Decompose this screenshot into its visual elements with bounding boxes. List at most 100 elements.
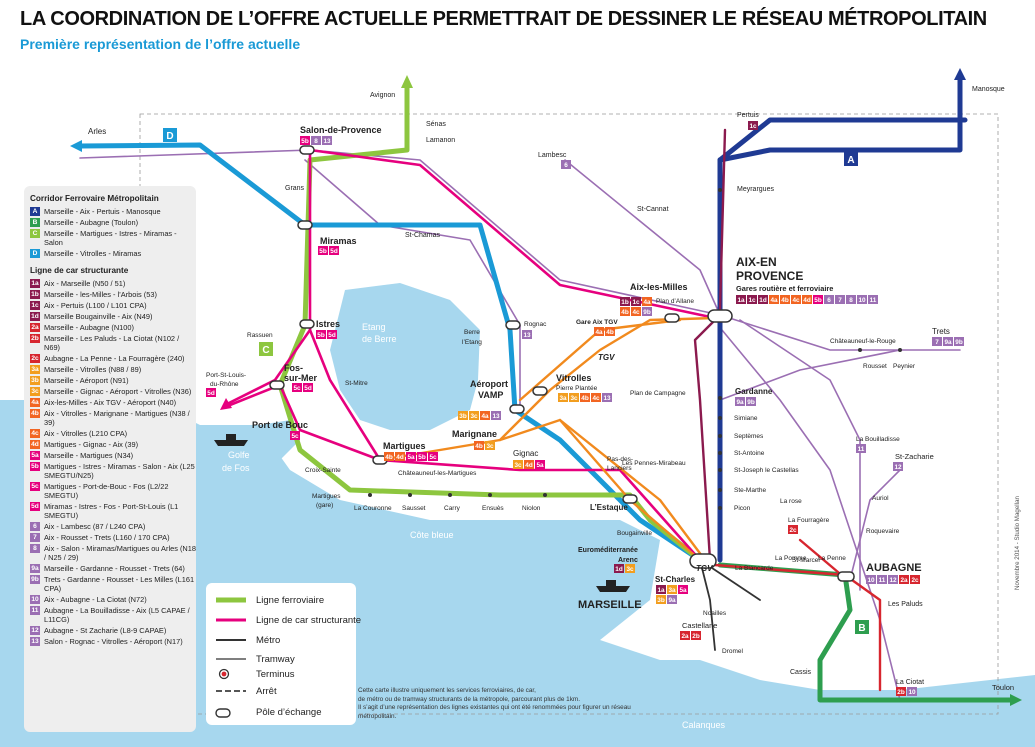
badge-label: 4d — [396, 454, 404, 461]
badge-euromed-3c — [625, 564, 635, 573]
label-stmitre: St-Mitre — [345, 380, 368, 387]
badge-label: 5b — [319, 248, 327, 255]
note-line-1: Cette carte illustre uniquement les serv… — [358, 687, 536, 694]
badge-aeroport-13 — [491, 411, 501, 420]
badge-salon-5b — [300, 136, 310, 145]
badge-aeroport-4a — [480, 411, 490, 420]
badge-label: 3c — [626, 566, 634, 573]
label-stemarthe: Ste-Marthe — [734, 487, 767, 494]
badge-stcharles-1a — [656, 585, 666, 594]
legend-text: Martigues - Port-de-Bouc - Fos (L2/22 SM… — [44, 482, 169, 500]
label-auriol: Auriol — [872, 495, 889, 502]
badge-label: 9a — [668, 597, 676, 604]
label-aix-1: AIX-EN — [736, 255, 777, 269]
badge-martigues-4b — [384, 452, 394, 461]
label-croixsainte: Croix-Sainte — [305, 467, 341, 474]
line-1c — [718, 128, 727, 312]
label-martigues: Martigues — [383, 441, 426, 451]
badge-label: 4a — [481, 413, 489, 420]
badge-trets-9b — [954, 337, 964, 346]
badge-label: 2c — [789, 527, 797, 534]
page-subtitle: Première représentation de l’offre actue… — [20, 36, 301, 52]
badge-aubagne-10 — [866, 575, 876, 584]
badge-stzacharie-12 — [893, 462, 903, 471]
badge-labouilladisse-11 — [856, 444, 866, 453]
legend-badge: C — [30, 229, 40, 238]
label-lestaque: L’Estaque — [590, 503, 628, 512]
legend-text: Aix - Aubagne - La Ciotat (N72) — [44, 595, 147, 604]
label-miramas: Miramas — [320, 236, 357, 246]
note-line-3: Il s’agit d’une représentation des ligne… — [358, 704, 631, 720]
legend-text: Salon - Rognac - Vitrolles - Aéroport (N… — [44, 637, 183, 646]
label-castellane: Castellane — [682, 621, 717, 630]
key-rail: Ligne ferroviaire — [256, 595, 325, 606]
legend-text: Trets - Gardanne - Rousset - Les Milles … — [44, 575, 195, 593]
badge-label: 5a — [536, 462, 544, 469]
hub-aixmilles — [664, 313, 680, 323]
arrow-psl — [220, 398, 232, 410]
badge-miramas-5b — [318, 246, 328, 255]
key-hub: Pôle d’échange — [256, 707, 322, 718]
badge-label: 2b — [692, 633, 700, 640]
arrow-manosque — [954, 68, 966, 80]
badge-label: 3c — [470, 413, 478, 420]
lilac-lines — [79, 149, 961, 701]
badge-label: 11 — [879, 577, 886, 584]
label-euromed-1: Euroméditerranée — [578, 547, 638, 554]
badge-aeroport-3c — [469, 411, 479, 420]
badge-label: 1a — [657, 587, 665, 594]
line-6 — [564, 159, 721, 316]
arrows — [70, 68, 1022, 706]
badge-martigues-5a — [406, 452, 416, 461]
badge-label: 5b — [418, 454, 426, 461]
badge-aix-8 — [846, 295, 856, 304]
legend-text: Aubagne - St Zacharie (L8-9 CAPAE) — [44, 626, 167, 635]
label-dromel: Dromel — [722, 648, 744, 655]
legend-text: Marseille - Les Paluds - La Ciotat (N102… — [44, 334, 180, 352]
key-terminus: Terminus — [256, 669, 295, 680]
badge-label: 5a — [407, 454, 415, 461]
label-salon: Salon-de-Provence — [300, 125, 382, 135]
label-euromed-2: Arenc — [618, 557, 638, 564]
badge-label: 5d — [330, 248, 338, 255]
hub-aeroport — [509, 404, 525, 414]
label-stzacharie: St-Zacharie — [895, 452, 934, 461]
badge-label: 7 — [838, 297, 842, 304]
label-rognac: Rognac — [524, 321, 547, 328]
key-symbols — [215, 597, 246, 718]
label-peynier: Peynier — [893, 363, 916, 370]
badge-istres-5d — [327, 330, 337, 339]
label-pierreplantee: Pierre Plantée — [556, 385, 598, 392]
badge-label: 3a — [559, 395, 567, 402]
arrow-toulon — [1010, 694, 1022, 706]
label-stjoseph: St-Joseph le Castellas — [734, 467, 799, 474]
legend-text: Marseille - Vitrolles - Miramas — [44, 249, 142, 258]
legend-text: Aix - Salon - Miramas/Martigues ou Arles… — [44, 544, 196, 562]
badge-stcharles-5a — [678, 585, 688, 594]
badge-label: 12 — [894, 464, 902, 471]
label-arles: Arles — [88, 127, 106, 136]
legend-badge: 9b — [30, 575, 40, 584]
badge-vitrolles-3c — [569, 393, 579, 402]
badge-label: 10 — [908, 689, 916, 696]
label-roquevaire: Roquevaire — [866, 528, 900, 535]
map-note: Cette carte illustre uniquement les serv… — [358, 687, 658, 721]
legend-text: Aubagne - La Bouilladisse - Aix (L5 CAPA… — [44, 606, 190, 624]
badge-label: 3c — [514, 462, 522, 469]
badge-marignane-3c — [485, 441, 495, 450]
badge-label: 4a — [770, 297, 778, 304]
badge-trets-7 — [932, 337, 942, 346]
badge-label: 4b — [781, 297, 789, 304]
badge-garetgv-4a — [594, 327, 604, 336]
line-3c — [498, 418, 702, 562]
label-psl-2: du-Rhône — [210, 381, 239, 388]
badge-label: 1c — [632, 299, 640, 306]
label-bougainville: Bougainville — [617, 530, 652, 537]
legend-text: Aix - Rousset - Trets (L160 / 170 CPA) — [44, 533, 170, 542]
